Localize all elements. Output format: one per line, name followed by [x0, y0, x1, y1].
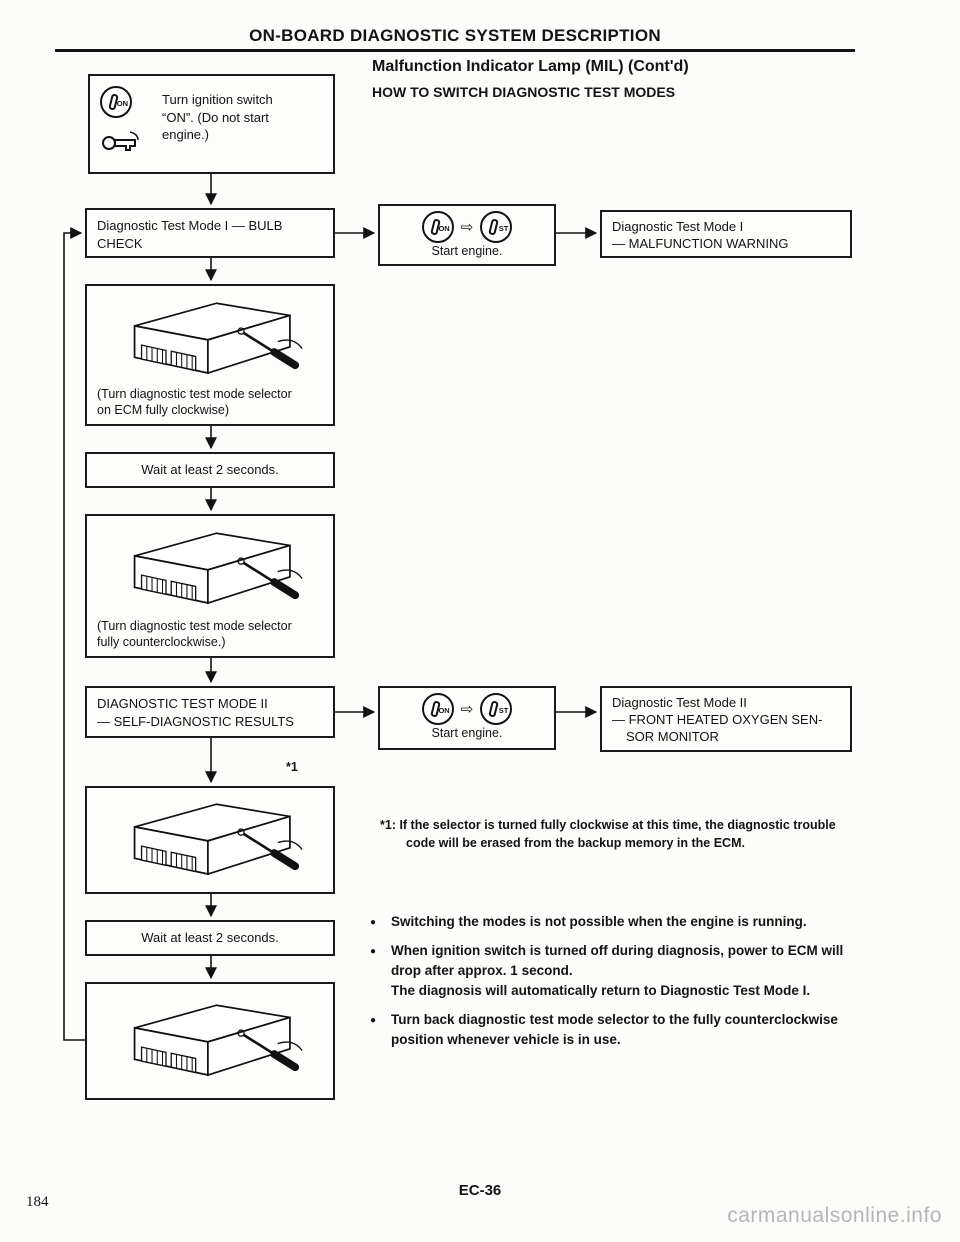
bullet-icon: ●: [370, 917, 377, 928]
key-blade-icon: [488, 700, 500, 718]
start-engine2-caption: Start engine.: [431, 726, 503, 740]
flow-box-ecm-step4: [85, 982, 335, 1100]
watermark: carmanualsonline.info: [727, 1204, 942, 1227]
notes-list: ● Switching the modes is not possible wh…: [370, 912, 870, 1059]
ignition-on-icon: ON: [421, 211, 454, 243]
ignition-icons: ON: [100, 86, 144, 158]
ignition-on-icon: ON: [421, 693, 454, 725]
ecm-screwdriver-illustration: [108, 291, 313, 387]
ignition-switch-icon: ON: [100, 86, 132, 118]
result1-line1: Diagnostic Test Mode I: [612, 219, 744, 234]
flow-box-ignition-on: ON Turn ignition switch “ON”. (Do not st…: [88, 74, 335, 174]
footnote-text: *1: If the selector is turned fully cloc…: [380, 818, 836, 851]
bullet-icon: ●: [370, 945, 377, 957]
note-text: Switching the modes is not possible when…: [391, 914, 807, 929]
ignition-on-label: ON: [438, 706, 450, 715]
flow-box-ignition-on-text: Turn ignition switch “ON”. (Do not start…: [162, 92, 273, 143]
result1-line2: — MALFUNCTION WARNING: [612, 236, 789, 252]
ecm-screwdriver-illustration: [108, 993, 313, 1089]
ignition-st-label: ST: [498, 224, 509, 233]
result2-line3: SOR MONITOR: [626, 729, 719, 745]
note-text: Turn back diagnostic test mode selector …: [391, 1011, 838, 1047]
start-engine1-caption: Start engine.: [431, 244, 503, 258]
note-item: ● Turn back diagnostic test mode selecto…: [370, 1010, 870, 1050]
result2-line1: Diagnostic Test Mode II: [612, 695, 747, 710]
turn-arrow-icon: ⇨: [460, 700, 474, 718]
ignition-sequence-icons: ON ⇨ ST: [380, 211, 554, 243]
flow-box-wait1: Wait at least 2 seconds.: [85, 452, 335, 488]
section-subtitle: HOW TO SWITCH DIAGNOSTIC TEST MODES: [372, 84, 676, 100]
flow-box-wait2: Wait at least 2 seconds.: [85, 920, 335, 956]
ecm-screwdriver-illustration: [108, 792, 313, 888]
header-rule: [55, 49, 855, 52]
flow-box-result-mode1: Diagnostic Test Mode I — MALFUNCTION WAR…: [600, 210, 852, 258]
ignition-sequence-icons: ON ⇨ ST: [380, 693, 554, 725]
ecm-ccw-caption: (Turn diagnostic test mode selector full…: [97, 618, 292, 649]
flow-box-ecm-clockwise: (Turn diagnostic test mode selector on E…: [85, 284, 335, 426]
footnote-reference: *1: [286, 760, 298, 774]
flow-box-start-engine2: ON ⇨ ST Start engine.: [378, 686, 556, 750]
flow-box-mode1: Diagnostic Test Mode I — BULB CHECK: [85, 208, 335, 258]
ignition-start-icon: ST: [480, 211, 513, 243]
section-title: Malfunction Indicator Lamp (MIL) (Cont'd…: [372, 58, 689, 75]
flow-box-mode2: DIAGNOSTIC TEST MODE II — SELF-DIAGNOSTI…: [85, 686, 335, 738]
wait2-text: Wait at least 2 seconds.: [141, 930, 279, 946]
page-title: ON-BOARD DIAGNOSTIC SYSTEM DESCRIPTION: [249, 26, 661, 45]
turn-arrow-icon: ⇨: [460, 218, 474, 236]
result2-line2: — FRONT HEATED OXYGEN SEN-: [612, 712, 823, 728]
page-code: EC-36: [458, 1182, 502, 1199]
note-item: ● When ignition switch is turned off dur…: [370, 941, 870, 1001]
key-blade-icon: [488, 218, 500, 236]
flow-box-ecm-counterclockwise: (Turn diagnostic test mode selector full…: [85, 514, 335, 658]
note-item: ● Switching the modes is not possible wh…: [370, 912, 870, 932]
flow-box-result-mode2: Diagnostic Test Mode II — FRONT HEATED O…: [600, 686, 852, 752]
ecm-clockwise-caption: (Turn diagnostic test mode selector on E…: [97, 386, 292, 417]
flow-box-start-engine1: ON ⇨ ST Start engine.: [378, 204, 556, 266]
flow-box-ecm-step3: [85, 786, 335, 894]
ignition-st-label: ST: [498, 706, 509, 715]
ignition-start-icon: ST: [480, 693, 513, 725]
ignition-on-label: ON: [116, 99, 128, 108]
page-number: 184: [26, 1194, 49, 1210]
key-icon: [102, 131, 139, 151]
ecm-screwdriver-illustration: [108, 521, 313, 617]
ignition-on-label: ON: [438, 224, 450, 233]
wait1-text: Wait at least 2 seconds.: [141, 462, 279, 478]
bullet-icon: ●: [370, 1014, 377, 1026]
note-text: When ignition switch is turned off durin…: [391, 942, 844, 998]
